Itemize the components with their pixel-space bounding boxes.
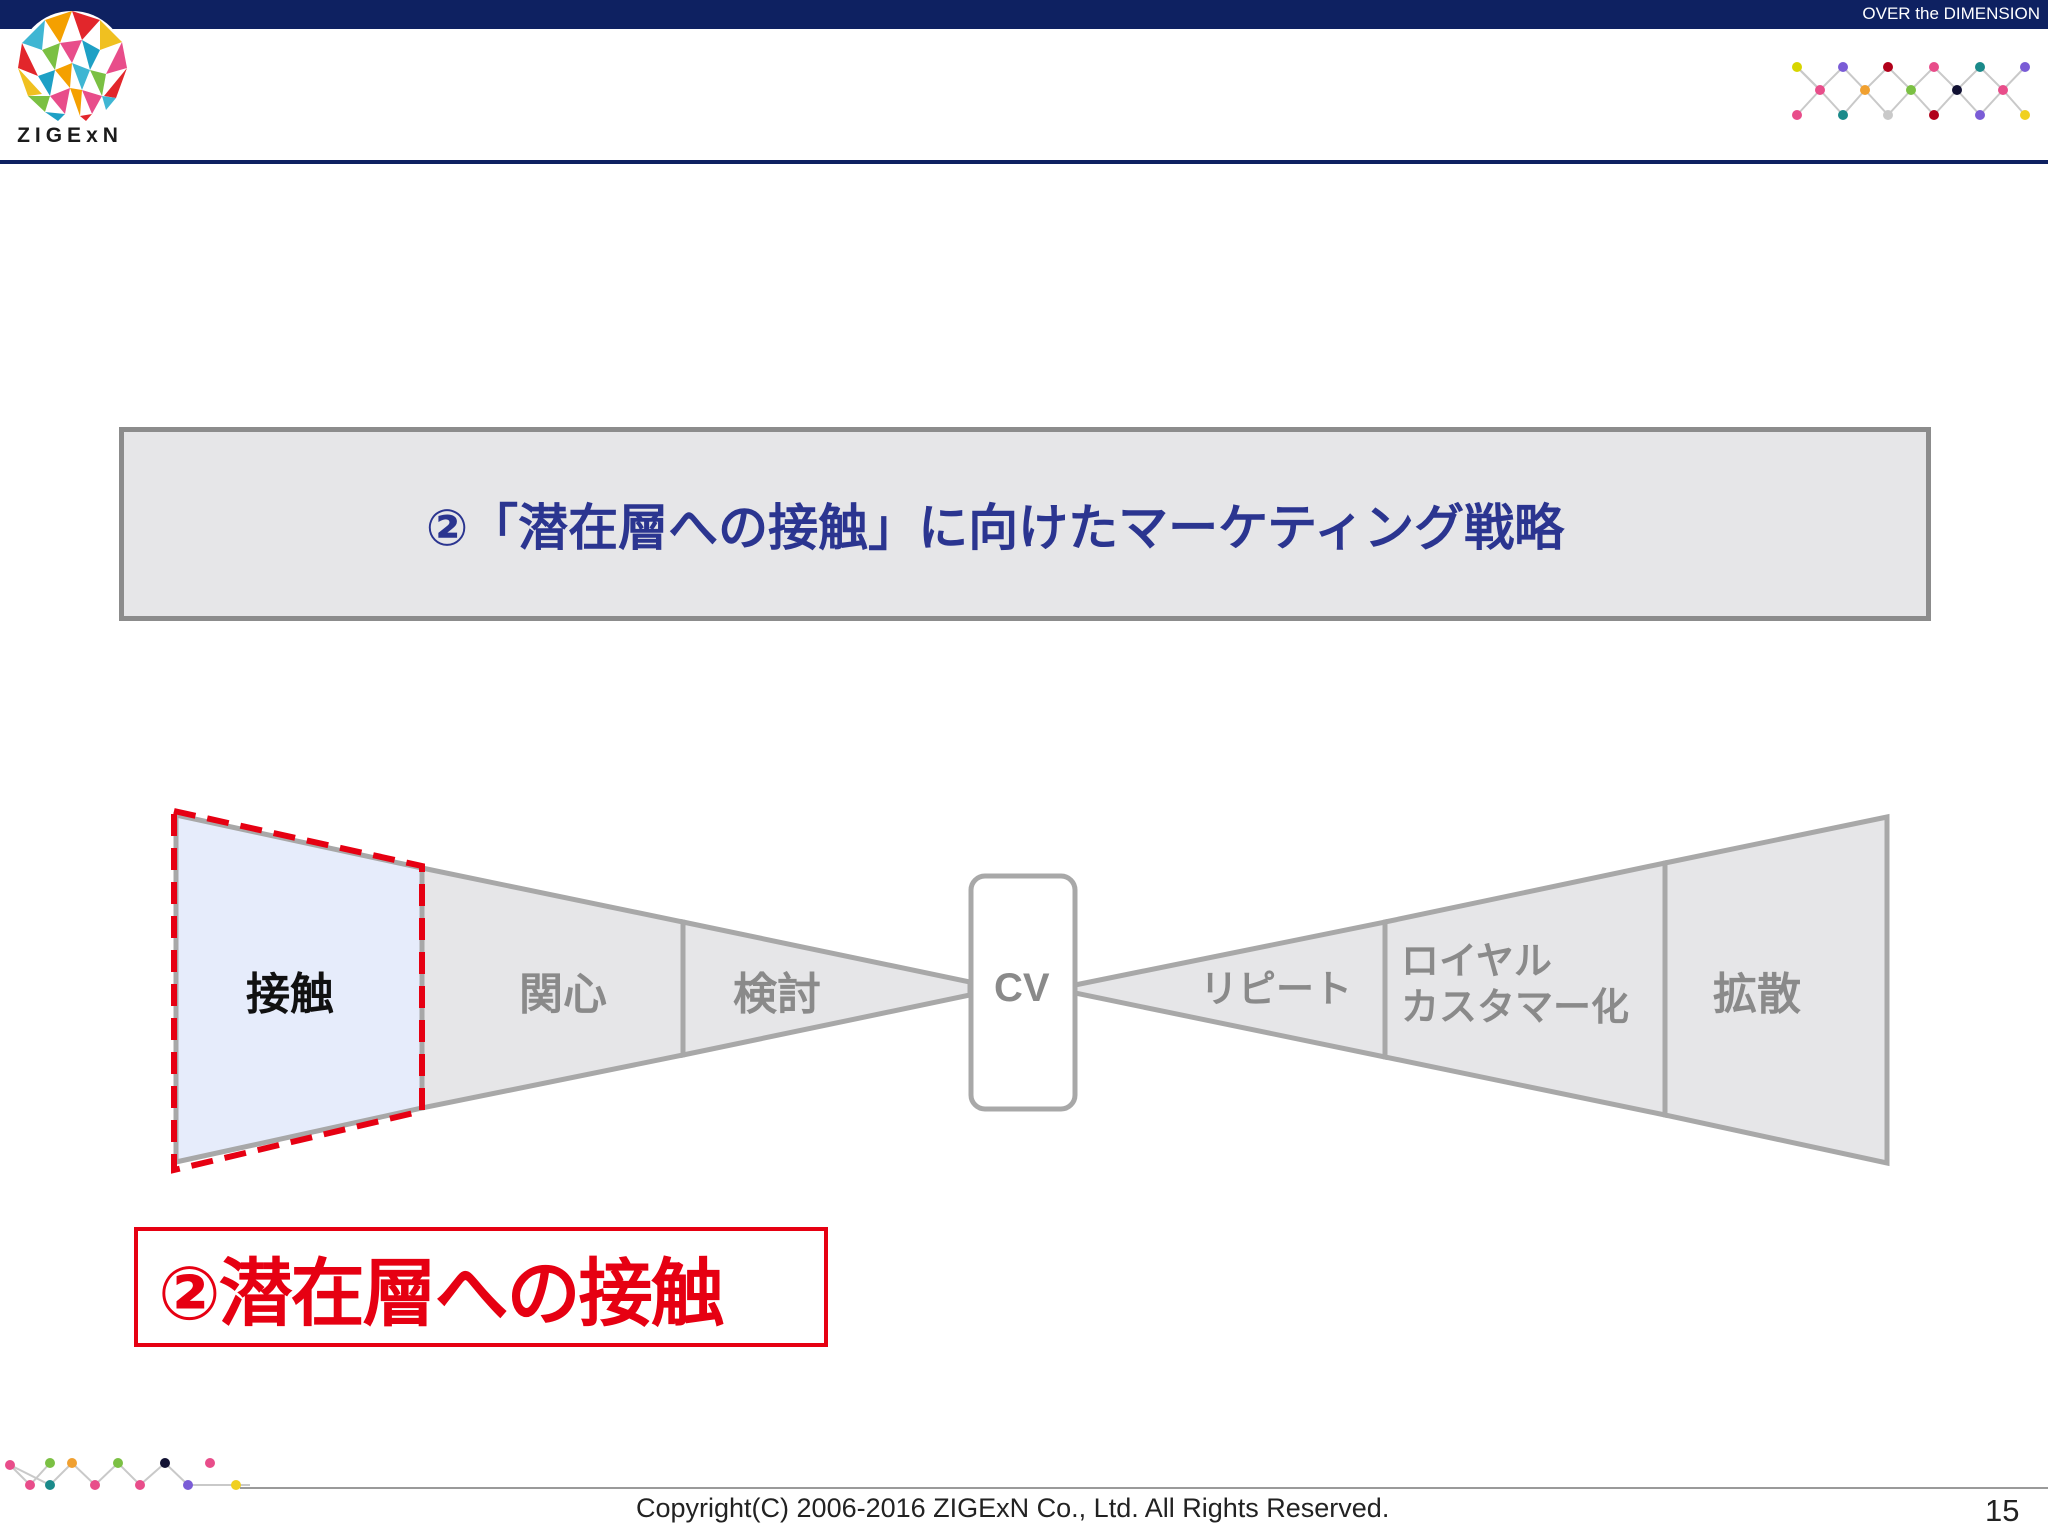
stage-label-repeat: リピート xyxy=(1200,967,1353,1011)
slide-title: ②「潜在層への接触」に向けたマーケティング戦略 xyxy=(425,499,1565,557)
header-divider xyxy=(0,160,2048,164)
tagline: OVER the DIMENSION xyxy=(1862,4,2040,23)
stage-label-consider: 検討 xyxy=(733,969,821,1020)
stage-label-royal-line2: カスタマー化 xyxy=(1401,985,1630,1029)
page-number: 15 xyxy=(1985,1493,2020,1528)
funnel-diagram xyxy=(171,807,1890,1174)
stage-label-cv: CV xyxy=(994,966,1050,1010)
funnel-segment-consider xyxy=(680,918,973,1059)
top-bar: OVER the DIMENSION xyxy=(0,0,2048,29)
footer-divider xyxy=(240,1487,2048,1489)
highlight-callout: ②潜在層への接触 xyxy=(134,1227,828,1347)
logo-wordmark: ZIGExN xyxy=(17,124,123,147)
title-box: ②「潜在層への接触」に向けたマーケティング戦略 xyxy=(119,427,1931,621)
stage-label-royal-line1: ロイヤル xyxy=(1401,939,1552,983)
cv-box xyxy=(968,873,1078,1112)
molecule-footer-decoration-icon xyxy=(5,1458,250,1490)
zigexn-logo-icon xyxy=(17,11,127,121)
molecule-decoration-icon xyxy=(1792,62,2030,120)
stage-label-interest: 関心 xyxy=(519,969,607,1020)
highlight-text: ②潜在層への接触 xyxy=(158,1250,725,1337)
funnel-segment-spread xyxy=(1662,813,1890,1167)
stage-label-spread: 拡散 xyxy=(1713,969,1801,1020)
stage-label-contact: 接触 xyxy=(246,969,334,1020)
copyright-text: Copyright(C) 2006-2016 ZIGExN Co., Ltd. … xyxy=(636,1493,1390,1523)
